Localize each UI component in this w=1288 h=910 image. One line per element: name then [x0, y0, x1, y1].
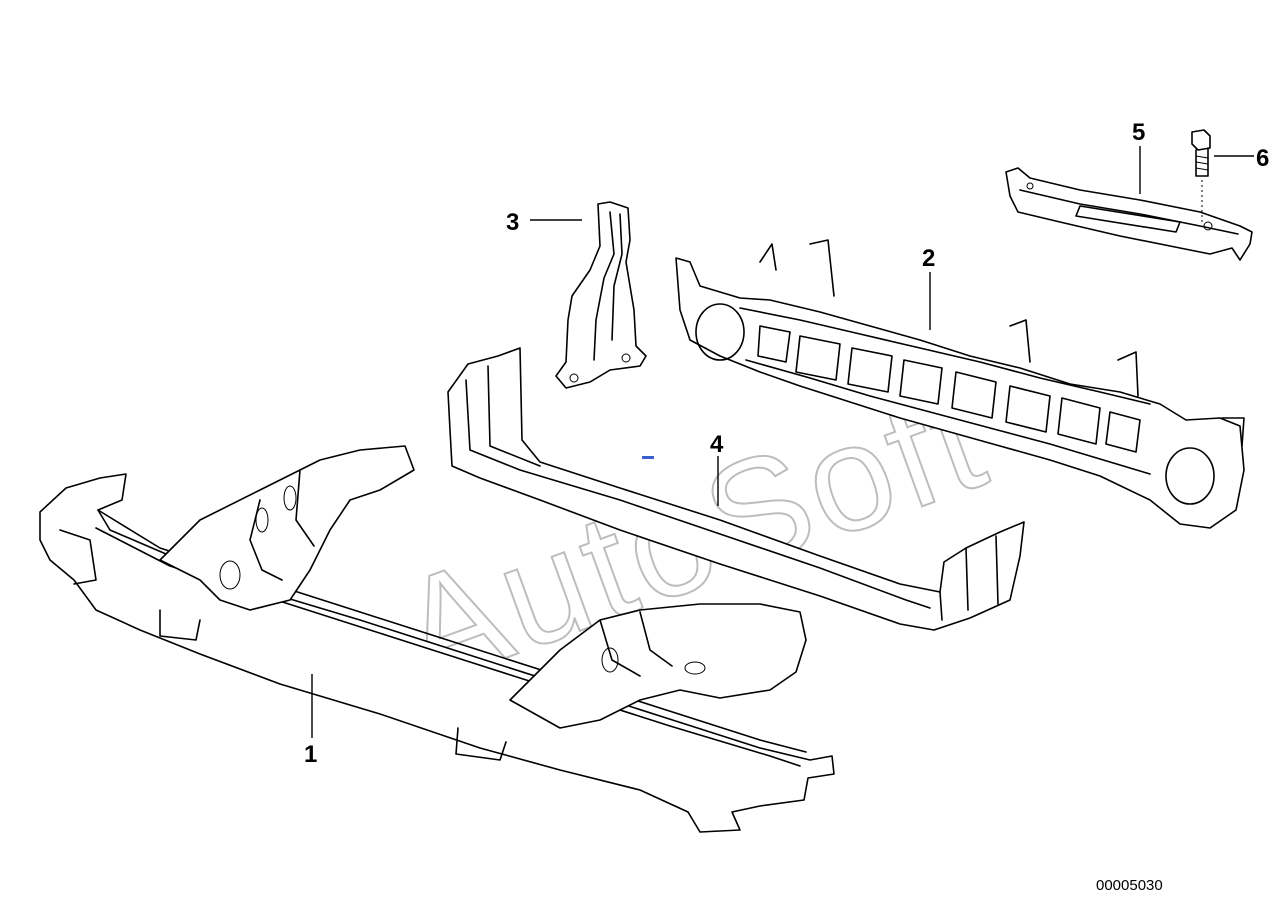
part-5-bracket-plate[interactable]	[1005, 167, 1253, 261]
callout-6: 6	[1256, 145, 1269, 172]
callout-1: 1	[304, 741, 317, 768]
drawing-number: 00005030	[1096, 877, 1163, 894]
part-6-bolt[interactable]	[1191, 129, 1211, 222]
part-3-bracket[interactable]	[555, 201, 647, 389]
callout-3: 3	[506, 209, 519, 236]
marker-dot	[642, 456, 654, 459]
callout-5: 5	[1132, 119, 1145, 146]
part-2-rear-crossmember[interactable]	[675, 239, 1245, 529]
part-4-lower-panel[interactable]	[447, 347, 1025, 631]
part-1-front-crossmember[interactable]	[39, 445, 835, 833]
callout-2: 2	[922, 245, 935, 272]
callout-4: 4	[710, 431, 724, 458]
leader-lines	[311, 146, 1254, 738]
